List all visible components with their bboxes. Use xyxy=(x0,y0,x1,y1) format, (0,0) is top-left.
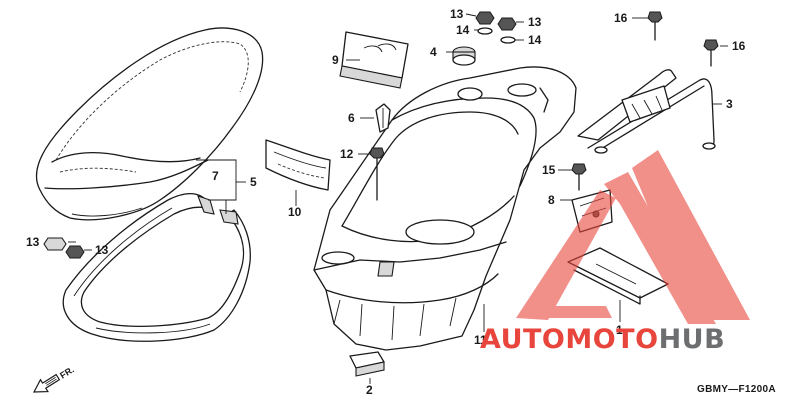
bolt-16-top xyxy=(647,11,663,41)
washer-14-right xyxy=(500,36,516,44)
callout-6: 6 xyxy=(348,111,355,125)
washer-14-left xyxy=(477,27,493,35)
nut-13-top-left xyxy=(475,11,495,25)
front-direction-arrow: FR. xyxy=(32,364,76,393)
callout-12: 12 xyxy=(340,147,354,161)
bolt-16-right xyxy=(703,39,719,67)
callout-2: 2 xyxy=(366,383,373,397)
callout-11: 11 xyxy=(474,333,487,347)
clip-6 xyxy=(375,103,391,133)
drawing-code: GBMY—F1200A xyxy=(697,384,776,395)
callout-3: 3 xyxy=(726,97,733,111)
luggage-rack xyxy=(577,69,716,154)
watermark-word-red: AUTOMOTO xyxy=(480,324,659,355)
luggage-box xyxy=(313,66,577,351)
callout-13-top-left: 13 xyxy=(450,7,464,21)
callout-13-seat-a: 13 xyxy=(26,235,40,249)
callout-4: 4 xyxy=(430,45,437,59)
document-bag xyxy=(339,31,409,89)
watermark-logo: AUTOMOTOHUB xyxy=(480,150,750,355)
switch-part xyxy=(349,351,385,377)
grommet-4 xyxy=(452,46,476,66)
callout-15: 15 xyxy=(542,163,556,177)
callout-5: 5 xyxy=(250,175,257,189)
nut-13-seat-a xyxy=(43,237,67,251)
callout-13-top-right: 13 xyxy=(528,15,542,29)
front-direction-label: FR. xyxy=(58,364,76,380)
watermark-text: AUTOMOTOHUB xyxy=(480,324,725,355)
callout-14-left: 14 xyxy=(456,23,470,37)
luggage-box-pad xyxy=(265,139,331,191)
callout-10: 10 xyxy=(288,205,302,219)
callout-14-right: 14 xyxy=(528,33,542,47)
bolt-15 xyxy=(571,163,587,191)
callout-16-right: 16 xyxy=(732,39,746,53)
seat-seal-strip xyxy=(62,193,251,342)
callout-8: 8 xyxy=(548,193,555,207)
watermark-word-gray: HUB xyxy=(659,324,726,355)
callout-13-seat-b: 13 xyxy=(95,243,109,257)
callout-7: 7 xyxy=(212,169,219,183)
watermark-triangle-mark xyxy=(516,150,750,324)
leader-lines xyxy=(68,13,728,384)
callout-9: 9 xyxy=(332,53,339,67)
callout-1: 1 xyxy=(616,323,623,337)
callout-16-top: 16 xyxy=(614,11,628,25)
seat xyxy=(35,27,264,221)
nut-13-seat-b xyxy=(65,245,85,259)
nut-13-top-right xyxy=(497,17,517,31)
